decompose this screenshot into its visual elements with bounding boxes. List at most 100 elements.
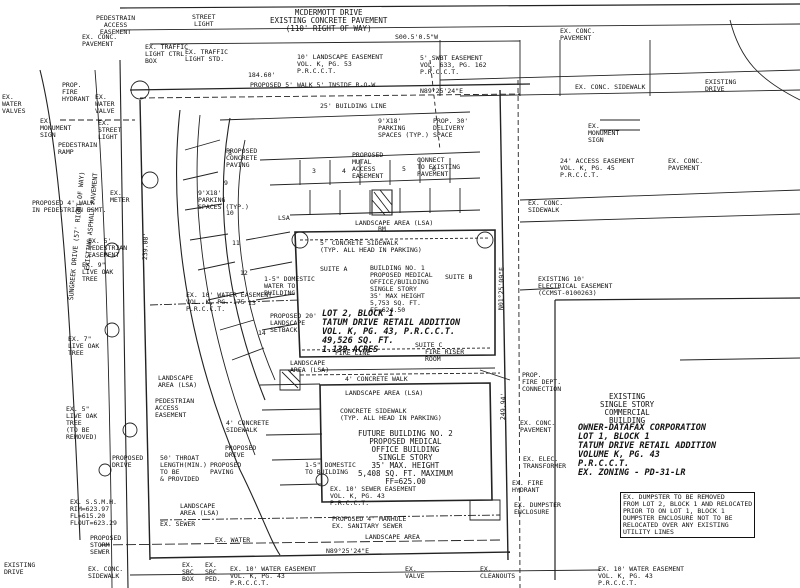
- prop-fire-hydrant-label: PROP. FIRE HYDRANT: [62, 81, 90, 103]
- conc-sidewalk-left-label: 4' CONCRETE SIDEWALK: [226, 419, 270, 434]
- prop-fire-connection-label: PROP. FIRE DEPT. CONNECTION: [522, 371, 562, 393]
- dim-right-label: 249.94': [499, 392, 508, 421]
- dumpster-note-box: EX. DUMPSTER TO BE REMOVED FROM LOT 2, B…: [620, 492, 756, 538]
- domestic-water-1-label: 1-5" DOMESTIC WATER TO BUILDING: [264, 275, 315, 297]
- water-easement-br-label: EX. 10' WATER EASEMENT VOL. K, PG. 43 P.…: [598, 565, 685, 587]
- lot-block-label: LOT 2, BLOCK 1 TATUM DRIVE RETAIL ADDITI…: [322, 309, 461, 355]
- swbt-easement-label: 5' SWBT EASEMENT VOL. 633, PG. 162 P.R.C…: [420, 54, 487, 76]
- suite-c-label: SUITE C: [415, 341, 443, 349]
- pedestrian-ramp-label: PEDESTRAIN RAMP: [58, 141, 98, 156]
- parking-number: 9: [224, 179, 228, 187]
- proposed-drive-label: PROPOSED DRIVE: [112, 454, 144, 469]
- ex-monument-sign-left-label: EX. MONUMENT SIGN: [40, 117, 72, 139]
- building-1-label: BUILDING NO. 1 PROPOSED MEDICAL OFFICE/B…: [370, 264, 433, 314]
- landscape-setback-label: PROPOSED 20' LANDSCAPE SETBACK: [270, 312, 317, 334]
- parking-number: 14: [258, 329, 266, 337]
- parking-number: 10: [226, 209, 234, 217]
- proposed-paving-label: PROPOSED PAVING: [210, 461, 242, 476]
- fire-line-label: FIRE LINE: [335, 349, 371, 357]
- ex-conc-pavement-right-label: EX. CONC. PAVEMENT: [560, 27, 596, 42]
- domestic-water-2-label: 1-5" DOMESTIC TO BUILDING: [305, 461, 356, 476]
- water-easement-bottom-label: EX. 10' WATER EASEMENT VOL. K, PG. 43 P.…: [230, 565, 317, 587]
- water-easement-left-label: EX. 10' WATER EASEMENT VOL. K, PG. 175 P…: [186, 291, 273, 313]
- ex-traffic-light-label: EX. TRAFFIC LIGHT CTRL. BOX: [145, 43, 189, 65]
- sewer-easement-label: EX. 10' SEWER EASEMENT VOL. K, PG. 43 P.…: [330, 485, 417, 507]
- parking-number: 5: [402, 165, 406, 173]
- street-name-text: MCDERMOTT DRIVE: [294, 8, 363, 17]
- dim-top-label: 184.60': [248, 71, 276, 79]
- water-valves-label: EX. WATER VALVES: [2, 93, 26, 115]
- street-pavement-text: EXISTING CONCRETE PAVEMENT: [270, 16, 388, 25]
- ex-dumpster-label: EX. DUMPSTER ENCLOSURE: [514, 501, 561, 516]
- fire-riser-label: FIRE RISER ROOM: [425, 348, 465, 363]
- live-oak-3-label: EX. 5" LIVE OAK TREE (TO BE REMOVED): [66, 405, 98, 441]
- ped-access-easement-label: PEDESTRIAN ACCESS EASEMENT: [155, 397, 195, 419]
- proposed-walk-label: PROPOSED 5' WALK 5' INSIDE R-O-W: [250, 81, 376, 89]
- owner-label: OWNER-DATAFAX CORPORATION LOT 1, BLOCK 1…: [578, 423, 717, 478]
- ex-water-label: EX. WATER: [215, 536, 251, 544]
- landscape-area-mid2-label: LANDSCAPE AREA (LSA): [345, 389, 424, 397]
- landscape-easement-top-label: 10' LANDSCAPE EASEMENT VOL. K, PG. 53 P.…: [297, 53, 384, 75]
- ex-cleanouts-label: EX. CLEANOUTS: [480, 565, 516, 580]
- parking-number: 8: [228, 149, 232, 157]
- ex-sidewalk-right-label: EX. CONC. SIDEWALK: [528, 199, 564, 214]
- ex-sbc-ped-label: EX. SBC PED.: [205, 561, 221, 583]
- electrical-easement-label: EXISTING 10' ELECTRICAL EASEMENT (CCMST-…: [538, 275, 613, 297]
- parking-number: 4: [342, 167, 346, 175]
- ex-fire-hydrant-label: EX. FIRE HYDRANT: [512, 479, 544, 494]
- dim-left-label: 239.08': [141, 232, 150, 261]
- ex-sbc-box-label: EX. SBC BOX: [182, 561, 194, 583]
- connect-existing-label: CONNECT TO EXISTING PAVEMENT: [417, 156, 461, 178]
- existing-commercial-label: EXISTING SINGLE STORY COMMERCIAL BUILDIN…: [600, 392, 655, 425]
- ex-conc-sidewalk-label: EX. CONC. SIDEWALK: [575, 83, 646, 91]
- ex-conc-pavement-low-label: EX. CONC. PAVEMENT: [520, 419, 556, 434]
- bm-label: BM: [378, 225, 386, 233]
- bearing-right-label: N01°25'09"E: [497, 266, 506, 311]
- prop-delivery-label: PROP. 30' DELIVERY SPACE: [433, 117, 469, 139]
- landscape-area-bottom-left-label: LANDSCAPE AREA (LSA): [180, 502, 220, 517]
- access-easement-label: 24' ACCESS EASEMENT VOL. K, PG. 45 P.R.C…: [560, 157, 635, 179]
- landscape-area-bottom-label: LANDSCAPE AREA: [365, 533, 420, 541]
- suite-a-label: SUITE A: [320, 265, 348, 273]
- proposed-storm-sewer-label: PROPOSED STORM SEWER: [90, 534, 122, 556]
- conc-sidewalk-top-label: 5' CONCRETE SIDEWALK (TYP. ALL HEAD IN P…: [320, 239, 422, 254]
- parking-number: 11: [232, 239, 240, 247]
- existing-drive-top-label: EXISTING DRIVE: [705, 78, 737, 93]
- lsa-label: LSA: [278, 214, 290, 222]
- ex-conc-sidewalk-bl-label: EX. CONC. SIDEWALK: [88, 565, 124, 580]
- sewer-manhole-label: EX. S.S.M.H. RIM=623.97 FL=615.20 FLOUT=…: [70, 498, 117, 527]
- proposed-drive-mid-label: PROPOSED DRIVE: [225, 444, 257, 459]
- ex-transformer-label: EX. ELEC. TRANSFORMER: [523, 455, 567, 470]
- street-row-text: (110' RIGHT OF WAY): [285, 24, 372, 33]
- conc-sidewalk-mid-label: CONCRETE SIDEWALK (TYP. ALL HEAD IN PARK…: [340, 407, 442, 422]
- ex-street-light-label: EX. STREET LIGHT: [98, 119, 122, 141]
- ex-conc-pavement-mid-label: EX. CONC. PAVEMENT: [668, 157, 704, 172]
- parking-spaces-left-label: 9'X18' PARKING SPACES (TYP.): [198, 189, 249, 211]
- existing-drive-left-label: EXISTING DRIVE: [4, 561, 36, 576]
- live-oak-1-label: EX. 9" LIVE OAK TREE: [82, 261, 114, 283]
- parking-number: 6: [432, 165, 436, 173]
- ex-monument-sign-right-label: EX. MONUMENT SIGN: [588, 122, 620, 144]
- building-line-label: 25' BUILDING LINE: [320, 102, 387, 110]
- prop-manhole-label: PROPOSED 4' MANHOLE EX. SANITARY SEWER: [332, 515, 407, 530]
- parking-number: 12: [240, 269, 248, 277]
- ex-valve-label: EX. VALVE: [405, 565, 425, 580]
- bearing-street-top: S00.5'0.5"W: [395, 33, 439, 41]
- proposed-walk-ped-label: PROPOSED 4' WALK IN PEDESTRIAN ESMT.: [32, 199, 107, 214]
- conc-walk-mid-label: 4' CONCRETE WALK: [345, 375, 408, 383]
- ex-meter-label: EX. METER: [110, 189, 130, 204]
- parking-spaces-top-label: 9'X18' PARKING SPACES (TYP.): [378, 117, 429, 139]
- ex-conc-pavement-top-label: EX. CONC. PAVEMENT: [82, 33, 118, 48]
- bearing-top-label: N89°25'24"E: [420, 87, 464, 95]
- parking-number: 3: [312, 167, 316, 175]
- proposed-conc-paving-label: PROPOSED CONCRETE PAVING: [226, 147, 258, 169]
- ex-traffic-light-std-label: EX. TRAFFIC LIGHT STD.: [185, 48, 229, 63]
- building-2-label: FUTURE BUILDING NO. 2 PROPOSED MEDICAL O…: [358, 429, 453, 486]
- live-oak-2-label: EX. 7" LIVE OAK TREE: [68, 335, 100, 357]
- landscape-area-left-label: LANDSCAPE AREA (LSA): [158, 374, 198, 389]
- ex-pedestrian-easement-label: EX. 5' PEDESTRIAN EASEMENT: [88, 237, 128, 259]
- pedestrian-easement-label: PEDESTRAIN ACCESS EASEMENT: [96, 14, 136, 36]
- landscape-area-top-label: LANDSCAPE AREA (LSA): [355, 219, 434, 227]
